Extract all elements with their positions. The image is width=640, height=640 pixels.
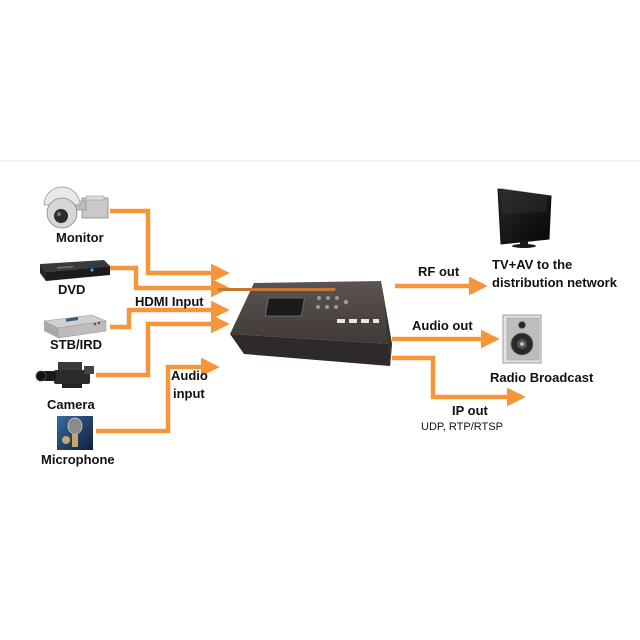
tv-destination-label-line1: TV+AV to the <box>492 257 573 272</box>
device-top-stripe <box>217 288 336 291</box>
ip-protocols-label: UDP, RTP/RTSP <box>421 421 503 433</box>
microphone-icon <box>57 416 93 450</box>
encoder-device <box>217 281 392 366</box>
set-top-box-icon <box>42 314 108 339</box>
source-label-camera: Camera <box>47 397 95 412</box>
ptz-camera-icon <box>43 186 109 229</box>
ip-out-label: IP out <box>452 403 488 418</box>
device-leds <box>337 319 379 323</box>
arrow-monitor-to-encoder <box>110 208 230 283</box>
device-lcd-screen <box>264 297 305 317</box>
speaker-icon <box>502 314 542 364</box>
source-label-monitor: Monitor <box>56 230 104 245</box>
dvd-player-icon <box>40 260 110 281</box>
audio-out-label: Audio out <box>412 318 473 333</box>
arrow-mic-to-encoder <box>96 357 220 434</box>
device-side-face <box>381 281 392 366</box>
arrow-camera-to-encoder <box>96 314 230 378</box>
audio-input-label-line1: Audio <box>171 368 208 383</box>
hdmi-input-label: HDMI Input <box>135 294 204 309</box>
rf-out-label: RF out <box>418 264 460 279</box>
source-label-dvd: DVD <box>58 282 86 297</box>
arrow-dvd-to-encoder <box>110 265 230 298</box>
tv-icon <box>497 188 552 248</box>
radio-destination-label: Radio Broadcast <box>490 370 594 385</box>
background-band <box>0 160 640 162</box>
video-camera-icon <box>35 362 94 388</box>
arrow-ip-out <box>392 355 526 407</box>
tv-destination-label-line2: distribution network <box>492 275 617 290</box>
source-label-stb: STB/IRD <box>50 337 102 352</box>
audio-input-label-line2: input <box>173 386 205 401</box>
device-front-face <box>230 334 392 366</box>
source-label-microphone: Microphone <box>41 452 115 467</box>
device-buttons <box>316 296 349 309</box>
arrows <box>96 208 526 434</box>
arrow-stb-to-encoder <box>110 300 230 330</box>
device-top-face <box>230 281 392 344</box>
